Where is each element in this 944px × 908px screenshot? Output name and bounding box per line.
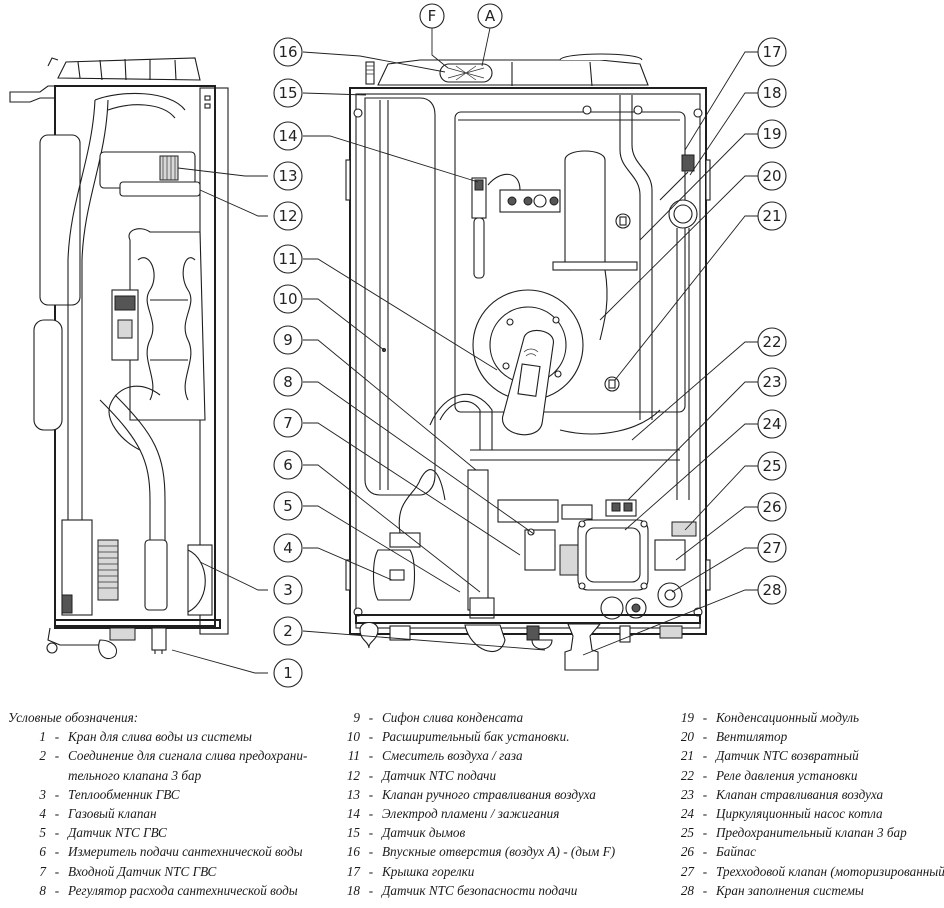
- svg-text:7: 7: [283, 414, 293, 432]
- svg-text:28: 28: [762, 581, 781, 599]
- legend-item: 27-Трехходовой клапан (моторизированный): [680, 863, 944, 879]
- callout-13: 13: [273, 161, 303, 191]
- svg-text:8: 8: [283, 373, 293, 391]
- svg-text:23: 23: [762, 373, 781, 391]
- legend-column-2: 9-Сифон слива конденсата 10-Расширительн…: [334, 708, 615, 900]
- svg-text:17: 17: [762, 43, 781, 61]
- svg-text:26: 26: [762, 498, 781, 516]
- svg-text:18: 18: [762, 84, 781, 102]
- callout-17: 17: [757, 37, 787, 67]
- legend-item: 12-Датчик NTC подачи: [346, 767, 497, 783]
- svg-text:F: F: [428, 7, 437, 25]
- svg-text:11: 11: [278, 250, 297, 268]
- callout-28: 28: [757, 575, 787, 605]
- callout-F: F: [419, 3, 445, 29]
- callout-7: 7: [273, 408, 303, 438]
- svg-text:5: 5: [283, 497, 293, 515]
- callout-24: 24: [757, 409, 787, 439]
- legend-item: 9-Сифон слива конденсата: [353, 710, 524, 725]
- svg-text:16: 16: [278, 43, 297, 61]
- legend-item: 28-Кран заполнения системы: [680, 882, 864, 898]
- svg-text:4: 4: [283, 539, 293, 557]
- legend-title: Условные обозначения:: [8, 710, 139, 725]
- svg-text:25: 25: [762, 457, 781, 475]
- callout-12: 12: [273, 201, 303, 231]
- legend-item-continuation: тельного клапана 3 бар: [68, 767, 202, 783]
- callout-22: 22: [757, 327, 787, 357]
- legend-item: 14-Электрод пламени / зажигания: [346, 806, 560, 822]
- legend-item: 7-Входной Датчик NTC ГВС: [39, 863, 217, 879]
- legend-item: 16-Впускные отверстия (воздух A) - (дым …: [346, 844, 616, 860]
- svg-text:2: 2: [283, 622, 293, 640]
- callout-26: 26: [757, 492, 787, 522]
- callout-8: 8: [273, 367, 303, 397]
- legend-item: 1-Кран для слива воды из системы: [39, 729, 252, 745]
- callout-4: 4: [273, 533, 303, 563]
- legend-item: 21-Датчик NTC возвратный: [680, 748, 859, 764]
- callout-10: 10: [273, 284, 303, 314]
- svg-text:13: 13: [278, 167, 297, 185]
- svg-text:14: 14: [278, 127, 297, 145]
- legend-item: 2-Соединение для сигнала слива предохран…: [39, 748, 308, 764]
- legend-column-3: 19-Конденсационный модуль 20-Вентилятор …: [668, 708, 944, 900]
- legend-column-1: 1-Кран для слива воды из системы 2-Соеди…: [20, 727, 307, 900]
- legend-item: 13-Клапан ручного стравливания воздуха: [346, 786, 596, 802]
- legend-item: 15-Датчик дымов: [346, 825, 466, 841]
- callout-21: 21: [757, 201, 787, 231]
- callout-25: 25: [757, 451, 787, 481]
- front-view: [345, 53, 711, 671]
- legend-item: 17-Крышка горелки: [346, 863, 475, 879]
- legend-item: 20-Вентилятор: [680, 729, 788, 745]
- legend-item: 26-Байпас: [680, 844, 757, 860]
- side-view: [9, 57, 229, 660]
- legend-item: 22-Реле давления установки: [680, 767, 858, 783]
- legend-item: 4-Газовый клапан: [39, 806, 157, 821]
- legend-item: 24-Циркуляционный насос котла: [680, 806, 883, 822]
- callouts: F A 16 15 14 13 12 11 10 9 8 7 6 5 4 3 2…: [273, 3, 787, 688]
- svg-text:22: 22: [762, 333, 781, 351]
- legend-item: 25-Предохранительный клапан 3 бар: [680, 825, 907, 841]
- svg-text:6: 6: [283, 456, 293, 474]
- svg-text:10: 10: [278, 290, 297, 308]
- legend-item: 5-Датчик NTC ГВС: [39, 825, 167, 841]
- callout-3: 3: [273, 575, 303, 605]
- svg-text:24: 24: [762, 415, 781, 433]
- legend: Условные обозначения: 1-Кран для слива в…: [0, 708, 944, 908]
- svg-text:12: 12: [278, 207, 297, 225]
- svg-text:A: A: [485, 7, 496, 25]
- legend-item: 3-Теплообменник ГВС: [39, 786, 180, 802]
- boiler-diagram: F A 16 15 14 13 12 11 10 9 8 7 6 5 4 3 2…: [9, 3, 787, 688]
- callout-1: 1: [273, 658, 303, 688]
- callout-27: 27: [757, 533, 787, 563]
- legend-item: 19-Конденсационный модуль: [680, 710, 859, 725]
- callout-5: 5: [273, 491, 303, 521]
- legend-item: 6-Измеритель подачи сантехнической воды: [39, 844, 303, 860]
- callout-16: 16: [273, 37, 303, 67]
- legend-item: 10-Расширительный бак установки.: [346, 729, 570, 745]
- leader-lines: [171, 27, 760, 674]
- svg-text:1: 1: [283, 664, 293, 682]
- callout-18: 18: [757, 78, 787, 108]
- svg-text:9: 9: [283, 331, 293, 349]
- legend-item: 23-Клапан стравливания воздуха: [680, 786, 884, 802]
- svg-text:3: 3: [283, 581, 293, 599]
- callout-15: 15: [273, 78, 303, 108]
- callout-23: 23: [757, 367, 787, 397]
- svg-text:20: 20: [762, 167, 781, 185]
- svg-text:19: 19: [762, 125, 781, 143]
- svg-text:27: 27: [762, 539, 781, 557]
- legend-item: 18-Датчик NTC безопасности подачи: [346, 882, 578, 898]
- callout-2: 2: [273, 616, 303, 646]
- callout-20: 20: [757, 161, 787, 191]
- callout-6: 6: [273, 450, 303, 480]
- callout-A: A: [477, 3, 503, 29]
- callout-19: 19: [757, 119, 787, 149]
- callout-14: 14: [273, 121, 303, 151]
- svg-text:15: 15: [278, 84, 297, 102]
- legend-item: 8-Регулятор расхода сантехнической воды: [39, 882, 298, 898]
- svg-text:21: 21: [762, 207, 781, 225]
- legend-item: 11-Смеситель воздуха / газа: [347, 748, 523, 764]
- callout-9: 9: [273, 325, 303, 355]
- callout-11: 11: [273, 244, 303, 274]
